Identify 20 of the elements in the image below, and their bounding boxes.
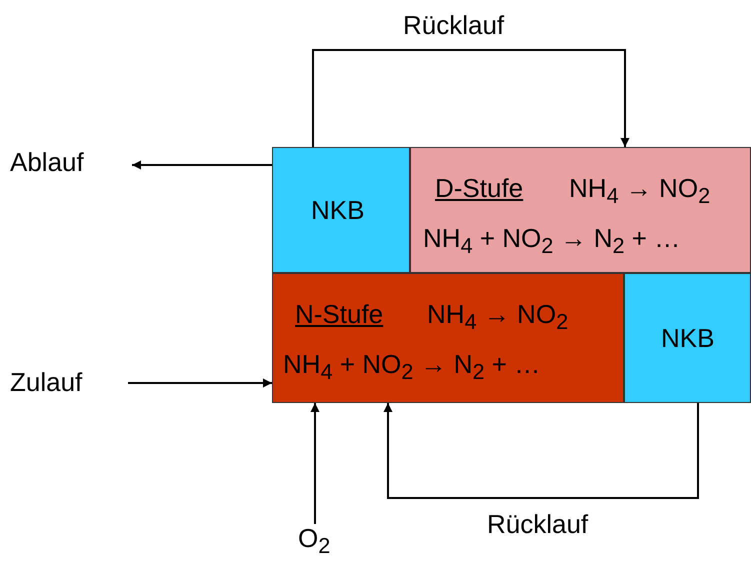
flow-label: O$_{2}$ — [298, 524, 330, 558]
flow-label: Zulauf — [10, 368, 82, 397]
box-label: NKB — [311, 196, 364, 225]
reaction-formula: NH$_{4}$ + NO$_{2}$ → N$_{2}$ + … — [423, 224, 680, 258]
box-label: NKB — [661, 324, 714, 353]
arrow — [310, 403, 320, 524]
arrow — [312, 49, 630, 147]
reaction-formula: NH$_{4}$ + NO$_{2}$ → N$_{2}$ + … — [283, 350, 540, 384]
arrow — [132, 160, 272, 170]
process-box — [410, 147, 751, 273]
stage-heading: N-Stufe — [295, 300, 384, 329]
arrow — [384, 403, 699, 499]
reaction-formula: NH$_{4}$ → NO$_{2}$ — [569, 174, 710, 208]
process-box — [272, 147, 410, 273]
reaction-formula: NH$_{4}$ → NO$_{2}$ — [427, 300, 568, 334]
process-box — [624, 273, 751, 403]
arrow — [128, 378, 272, 388]
stage-heading: D-Stufe — [435, 174, 524, 203]
process-box — [272, 273, 624, 403]
flow-label: Ablauf — [10, 148, 84, 177]
